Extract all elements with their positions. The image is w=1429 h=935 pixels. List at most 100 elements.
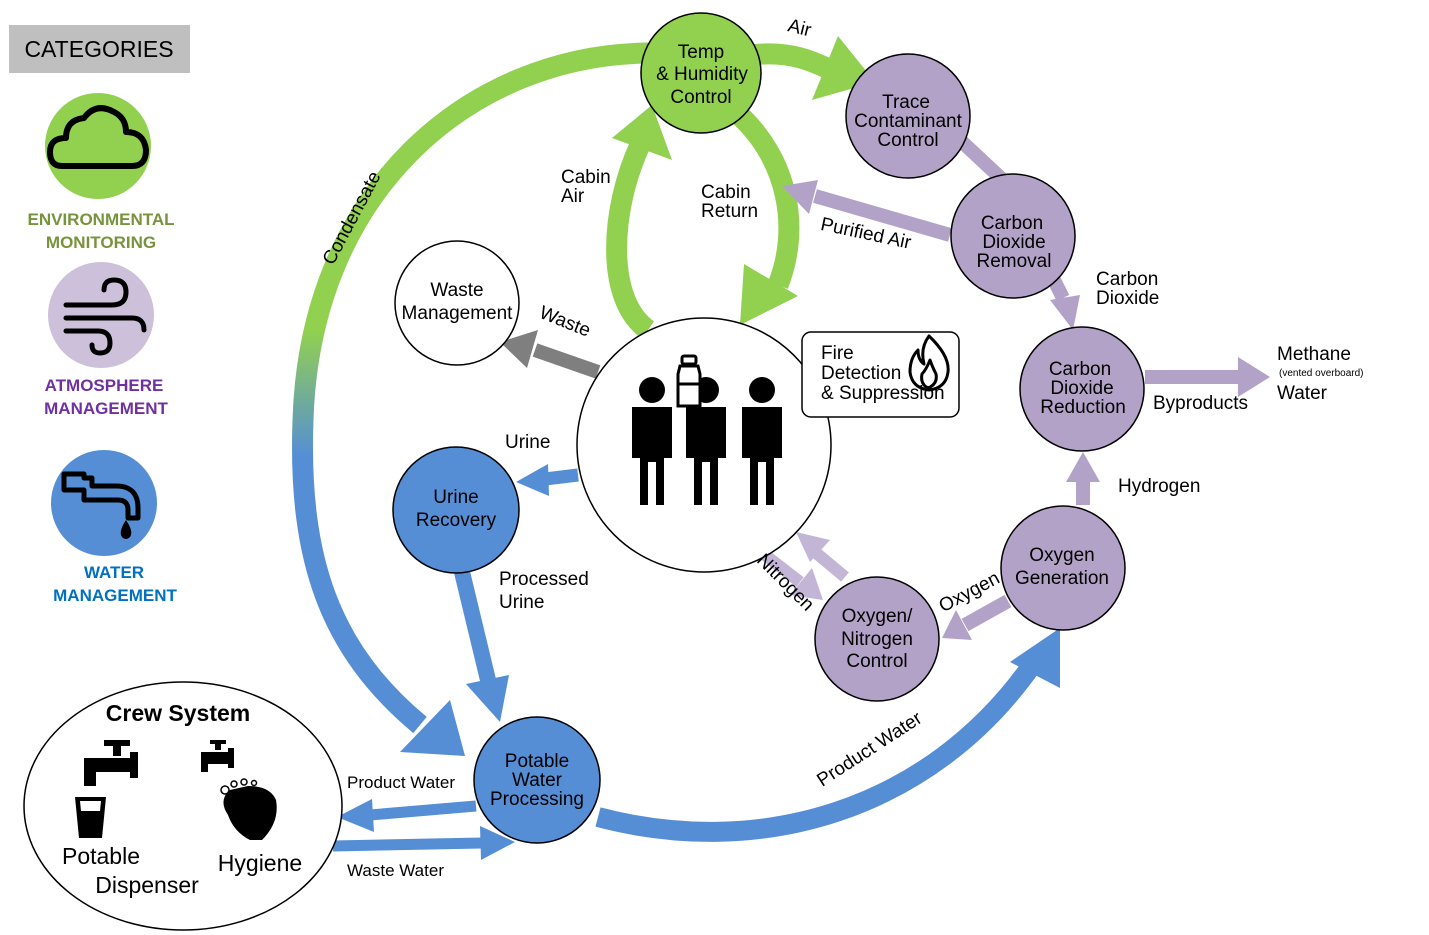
nitrogen-arrow-out: [761, 550, 804, 587]
cabin-air-arrow: [606, 140, 655, 339]
air-label: Air: [786, 15, 814, 41]
waste-arrowhead: [500, 330, 538, 368]
cabin-air-label-1: Cabin: [561, 167, 611, 188]
trace-to-removal-connector: [955, 134, 1010, 188]
urine-recovery-label-2: Recovery: [416, 510, 497, 531]
co2-removal-label-2: Dioxide: [982, 232, 1045, 253]
processed-urine-label-2: Urine: [499, 592, 544, 613]
legend-title: CATEGORIES: [24, 36, 173, 62]
legend: CATEGORIES ENVIRONMENTAL MONITORING ATMO…: [9, 25, 190, 605]
condensate-arrowhead: [400, 700, 465, 756]
product-water-crew-arrow: [369, 800, 477, 821]
oxygen-arrow: [961, 594, 1012, 632]
environmental-label-line2: MONITORING: [46, 233, 156, 252]
temp-humidity-label-3: Control: [670, 87, 731, 108]
condensate-label: Condensate: [319, 168, 386, 268]
potable-dispenser-label-2: Dispenser: [95, 872, 199, 898]
co2-removal-label-3: Removal: [977, 251, 1052, 272]
oxygen-generation-label-1: Oxygen: [1029, 545, 1094, 566]
product-water-crew-arrowhead: [337, 799, 374, 832]
cabin-return-arrowhead: [740, 264, 798, 325]
legend-title-box: [9, 25, 190, 73]
atmosphere-label-line2: MANAGEMENT: [44, 399, 168, 418]
potable-water-label-1: Potable: [505, 751, 569, 772]
waste-arrow: [532, 343, 601, 379]
hydrogen-label: Hydrogen: [1118, 476, 1200, 497]
co2-removal-node: Carbon Dioxide Removal: [950, 173, 1076, 299]
temp-humidity-label-2: & Humidity: [656, 64, 748, 85]
trace-contaminant-label-1: Trace: [882, 92, 930, 113]
o2n2-control-node: Oxygen/ Nitrogen Control: [814, 576, 940, 702]
potable-water-label-3: Processing: [490, 789, 584, 810]
hydrogen-arrowhead: [1066, 452, 1100, 482]
product-water-small-label: Product Water: [347, 773, 455, 792]
cabin-return-label-2: Return: [701, 201, 758, 222]
waste-water-label: Waste Water: [347, 861, 444, 880]
temp-humidity-node: Temp & Humidity Control: [640, 12, 762, 134]
water-drop-icon: [120, 520, 132, 539]
faucet-small-icon: [201, 740, 234, 772]
processed-urine-arrow: [454, 570, 496, 682]
nitrogen-arrow-in: [811, 547, 849, 582]
cabin-air-label-2: Air: [561, 186, 585, 207]
condensate-arrow: [292, 42, 649, 734]
co2-reduction-label-1: Carbon: [1049, 359, 1111, 380]
hand-wash-icon: [220, 778, 277, 840]
wind-icon: [63, 277, 147, 356]
fire-label-2: Detection: [821, 363, 901, 384]
potable-water-node: Potable Water Processing: [473, 716, 601, 844]
waste-management-label-1: Waste: [430, 280, 483, 301]
co2-removal-label-1: Carbon: [981, 213, 1043, 234]
purified-air-arrowhead: [782, 180, 818, 214]
water-icon-circle: [51, 450, 157, 556]
fire-suppression-box: Fire Detection & Suppression: [801, 331, 960, 418]
urine-recovery-node: Urine Recovery: [392, 446, 520, 574]
byproducts-label: Byproducts: [1153, 393, 1248, 414]
nitrogen-arrowhead-in: [796, 532, 830, 562]
crew-node: [576, 317, 832, 573]
o2n2-control-label-1: Oxygen/: [842, 606, 913, 627]
carbon-dioxide-arrowhead: [1050, 295, 1080, 330]
temp-humidity-label-1: Temp: [678, 42, 724, 63]
co2-reduction-label-3: Reduction: [1040, 397, 1126, 418]
fire-label-3: & Suppression: [821, 383, 945, 404]
byproducts-arrowhead: [1238, 357, 1270, 397]
co2-reduction-node: Carbon Dioxide Reduction: [1019, 326, 1145, 452]
waste-management-label-2: Management: [402, 303, 514, 324]
water-output-label: Water: [1277, 383, 1328, 404]
urine-arrowhead: [516, 464, 549, 496]
co2-reduction-label-2: Dioxide: [1050, 378, 1113, 399]
air-arrow: [750, 43, 840, 82]
carbon-dioxide-label-1: Carbon: [1096, 269, 1158, 290]
oxygen-generation-label-2: Generation: [1015, 568, 1109, 589]
purified-air-arrow: [813, 189, 952, 242]
processed-urine-label-1: Processed: [499, 569, 589, 590]
trace-contaminant-node: Trace Contaminant Control: [845, 53, 971, 179]
trace-contaminant-label-3: Control: [877, 130, 938, 151]
nitrogen-arrowhead-out: [790, 568, 823, 600]
urine-arrow: [544, 468, 579, 486]
o2n2-control-label-3: Control: [846, 651, 907, 672]
oxygen-generation-node: Oxygen Generation: [1000, 505, 1126, 631]
water-label-line2: MANAGEMENT: [53, 586, 177, 605]
atmosphere-label-line1: ATMOSPHERE: [45, 376, 164, 395]
o2n2-control-label-2: Nitrogen: [841, 629, 913, 650]
methane-label: Methane: [1277, 344, 1351, 365]
waste-water-arrowhead: [480, 826, 515, 860]
bottle-icon: [676, 354, 702, 408]
faucet-large-icon: [84, 740, 138, 786]
product-water-arrowhead: [1010, 628, 1060, 688]
flame-icon: [908, 334, 950, 392]
glass-icon: [75, 797, 106, 838]
processed-urine-arrowhead: [466, 675, 509, 722]
crew-system-node: Crew System Potable Dispenser Hygiene: [23, 681, 343, 931]
cabin-air-arrowhead: [612, 105, 672, 160]
vented-label: (vented overboard): [1279, 368, 1364, 379]
fire-label-1: Fire: [821, 343, 854, 364]
faucet-icon: [61, 471, 141, 521]
crew-system-title: Crew System: [106, 700, 250, 726]
carbon-dioxide-label-2: Dioxide: [1096, 288, 1159, 309]
hygiene-label: Hygiene: [218, 850, 302, 876]
potable-dispenser-label-1: Potable: [62, 843, 140, 869]
